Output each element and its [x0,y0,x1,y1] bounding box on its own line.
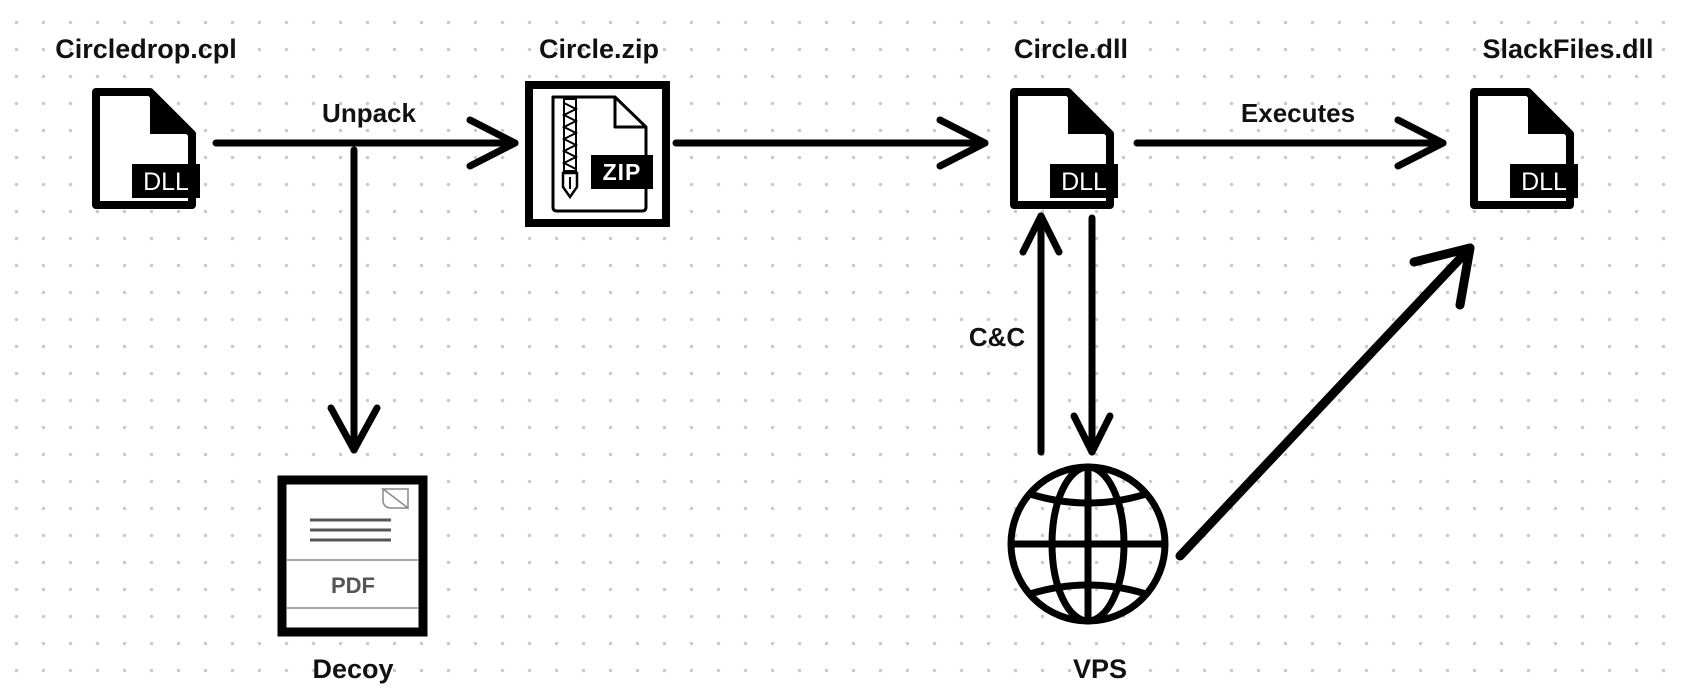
pdf-badge-text: PDF [331,573,375,598]
zip-file-icon: ZIP [525,81,670,227]
dll-badge-text: DLL [1061,168,1107,196]
arrow-unpack [212,116,519,170]
arrow-cnc-down [1070,214,1114,456]
arrow-zip-to-dll [672,116,989,170]
edge-label-cnc: C&C [968,322,1026,352]
globe-icon [1007,463,1169,625]
edge-label-unpack: Unpack [322,98,416,128]
dll-file-icon: DLL [1470,88,1578,209]
pdf-document-icon: PDF [277,475,428,637]
node-title-circle-zip: Circle.zip [538,34,660,64]
arrows [212,116,1475,561]
node-title-decoy: Decoy [312,654,394,684]
node-title-vps: VPS [1072,654,1128,684]
arrow-to-decoy [327,146,381,454]
dll-file-icon: DLL [1010,88,1118,209]
arrow-executes [1133,116,1447,170]
dll-file-icon: DLL [92,88,200,209]
node-title-circle-dll: Circle.dll [1013,34,1129,64]
zip-badge-text: ZIP [603,159,642,185]
dll-badge-text: DLL [1521,168,1567,196]
edge-label-executes: Executes [1240,98,1356,128]
dll-badge-text: DLL [143,168,189,196]
arrow-cnc-up [1019,212,1063,456]
arrow-vps-to-slackfiles [1175,243,1475,561]
node-title-slackfiles: SlackFiles.dll [1482,34,1654,64]
node-title-circledrop: Circledrop.cpl [55,34,237,64]
